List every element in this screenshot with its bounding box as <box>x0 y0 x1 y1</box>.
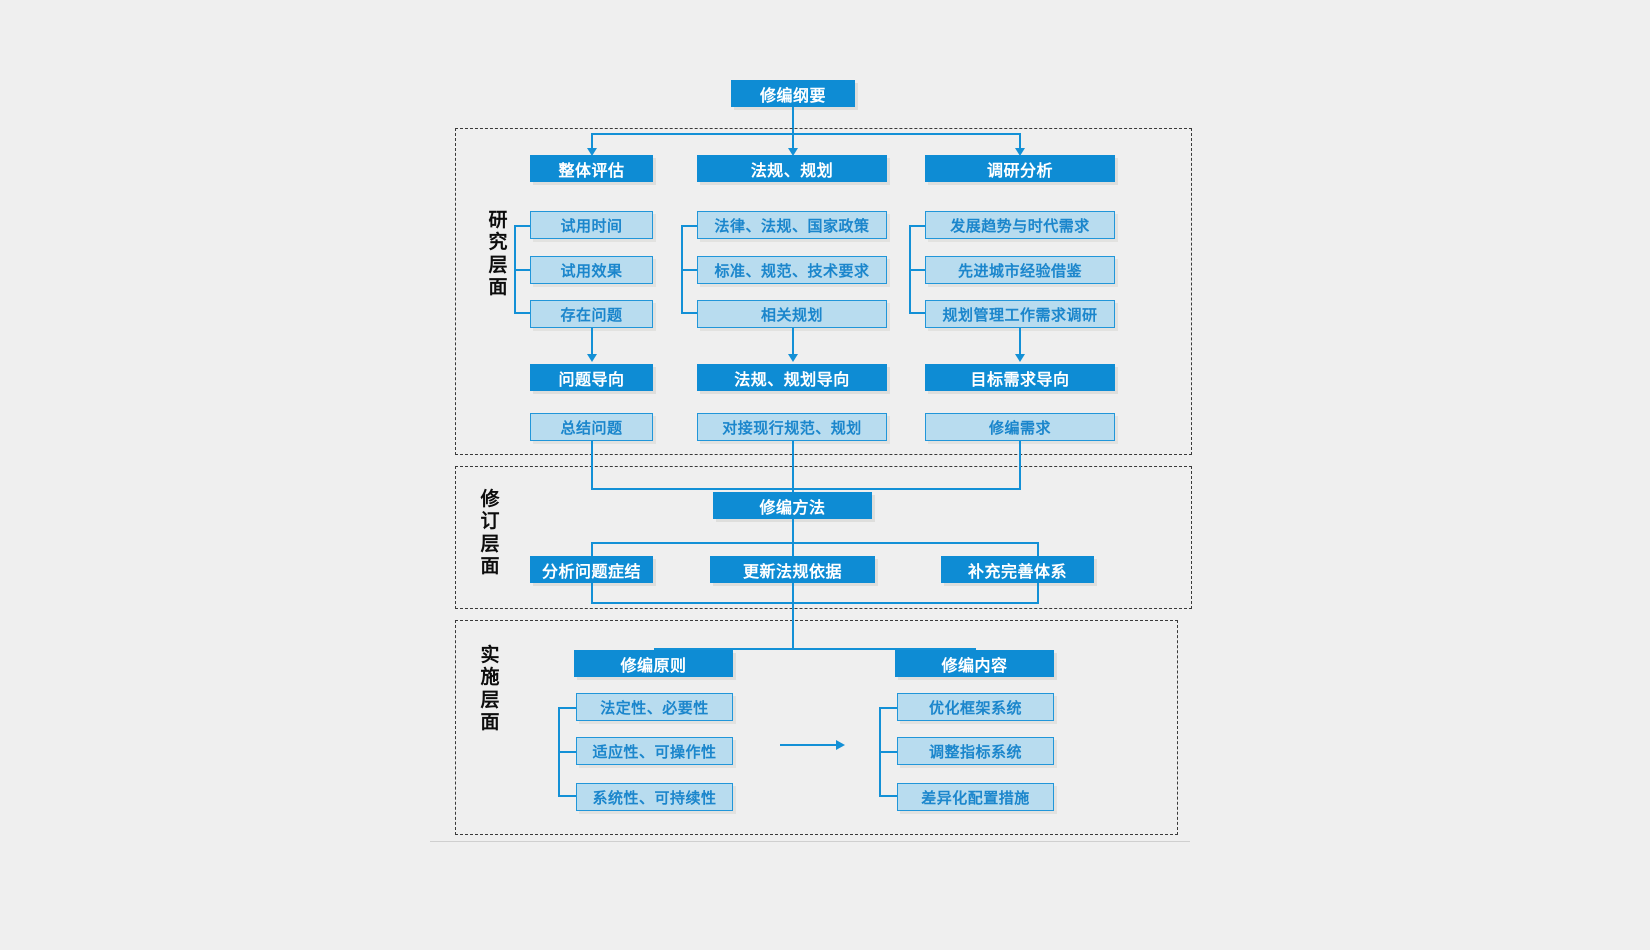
node-research-col1-item-1[interactable]: 试用效果 <box>530 256 653 284</box>
node-implement-group0-item-1[interactable]: 适应性、可操作性 <box>576 737 733 765</box>
side-label-char: 面 <box>488 276 508 299</box>
node-research-col3-item-2[interactable]: 规划管理工作需求调研 <box>925 300 1115 328</box>
node-research-col2-header[interactable]: 法规、规划 <box>697 155 887 182</box>
connector-outcome3-down <box>1019 441 1021 489</box>
node-revision-item-2[interactable]: 补充完善体系 <box>941 556 1094 583</box>
node-implement-group0-item-2[interactable]: 系统性、可持续性 <box>576 783 733 811</box>
node-implement-group0-item-0[interactable]: 法定性、必要性 <box>576 693 733 721</box>
node-research-col3-item-1[interactable]: 先进城市经验借鉴 <box>925 256 1115 284</box>
node-revision-item-0[interactable]: 分析问题症结 <box>530 556 653 583</box>
section-frame-revision <box>455 466 1192 609</box>
arrow-col1 <box>587 148 597 156</box>
connector-revision-drop-1 <box>792 542 794 557</box>
connector-rev2-down <box>1037 583 1039 603</box>
connector-title-trunk <box>792 107 794 134</box>
node-research-col3-header[interactable]: 调研分析 <box>925 155 1115 182</box>
side-label-implement: 实 施 层 面 <box>475 644 505 734</box>
bracket-tick <box>879 751 897 753</box>
node-implement-group1-header[interactable]: 修编内容 <box>895 650 1054 677</box>
connector-rev0-down <box>591 583 593 603</box>
connector-merge-to-revision <box>591 488 1021 490</box>
connector-between-groups <box>780 744 837 746</box>
node-research-col1-header[interactable]: 整体评估 <box>530 155 653 182</box>
node-research-col1-result[interactable]: 问题导向 <box>530 364 653 391</box>
connector-implement-spread <box>655 648 975 650</box>
connector-title-spread <box>592 133 1021 135</box>
bracket-tick <box>681 269 697 271</box>
node-research-col1-item-2[interactable]: 存在问题 <box>530 300 653 328</box>
node-implement-group0-header[interactable]: 修编原则 <box>574 650 733 677</box>
connector-outcome1-down <box>591 441 593 489</box>
side-label-char: 究 <box>488 231 508 254</box>
node-revision-item-1[interactable]: 更新法规依据 <box>710 556 875 583</box>
connector-revision-trunk <box>792 519 794 543</box>
node-implement-group1-item-1[interactable]: 调整指标系统 <box>897 737 1054 765</box>
arrow-right-icon <box>836 740 845 750</box>
arrow-col3-result <box>1015 354 1025 362</box>
node-research-col2-result[interactable]: 法规、规划导向 <box>697 364 887 391</box>
node-research-col2-item-1[interactable]: 标准、规范、技术要求 <box>697 256 887 284</box>
connector-outcome2-down <box>792 441 794 498</box>
connector-col2-result <box>792 328 794 355</box>
connector-revision-drop-0 <box>591 542 593 557</box>
arrow-col1-result <box>587 354 597 362</box>
side-label-char: 实 <box>480 644 500 666</box>
side-label-char: 层 <box>488 253 508 276</box>
node-research-col2-item-0[interactable]: 法律、法规、国家政策 <box>697 211 887 239</box>
connector-drop-col3 <box>1019 133 1021 149</box>
section-frame-implement <box>455 620 1178 835</box>
side-label-char: 订 <box>480 510 500 533</box>
bottom-rule <box>430 841 1190 842</box>
node-research-col2-item-2[interactable]: 相关规划 <box>697 300 887 328</box>
side-label-char: 研 <box>488 209 508 231</box>
section-frame-research <box>455 128 1192 455</box>
side-label-research: 研 究 层 面 <box>483 209 513 299</box>
node-research-col3-item-0[interactable]: 发展趋势与时代需求 <box>925 211 1115 239</box>
side-label-char: 层 <box>480 688 500 711</box>
node-research-col1-item-0[interactable]: 试用时间 <box>530 211 653 239</box>
connector-drop-col2 <box>792 133 794 149</box>
arrow-col2 <box>788 148 798 156</box>
node-research-col3-result[interactable]: 目标需求导向 <box>925 364 1115 391</box>
connector-drop-col1 <box>591 133 593 149</box>
connector-revision-drop-2 <box>1037 542 1039 557</box>
side-label-char: 层 <box>480 532 500 555</box>
bracket-tick <box>558 751 576 753</box>
node-revision-header[interactable]: 修编方法 <box>713 492 872 519</box>
side-label-char: 面 <box>480 711 500 734</box>
connector-col3-result <box>1019 328 1021 355</box>
arrow-col3 <box>1015 148 1025 156</box>
node-implement-group1-item-0[interactable]: 优化框架系统 <box>897 693 1054 721</box>
connector-col1-result <box>591 328 593 355</box>
connector-revision-spread <box>592 542 1038 544</box>
bracket-tick <box>909 269 925 271</box>
node-research-col2-outcome[interactable]: 对接现行规范、规划 <box>697 413 887 441</box>
side-label-char: 面 <box>480 555 500 578</box>
side-label-revision: 修 订 层 面 <box>475 488 505 578</box>
side-label-char: 施 <box>480 666 500 689</box>
node-research-col3-outcome[interactable]: 修编需求 <box>925 413 1115 441</box>
node-research-col1-outcome[interactable]: 总结问题 <box>530 413 653 441</box>
arrow-col2-result <box>788 354 798 362</box>
connector-revision-merge <box>591 602 1039 604</box>
connector-revision-to-implement <box>792 583 794 650</box>
bracket-tick <box>514 269 530 271</box>
side-label-char: 修 <box>480 488 500 510</box>
node-implement-group1-item-2[interactable]: 差异化配置措施 <box>897 783 1054 811</box>
node-top-title[interactable]: 修编纲要 <box>731 80 855 107</box>
